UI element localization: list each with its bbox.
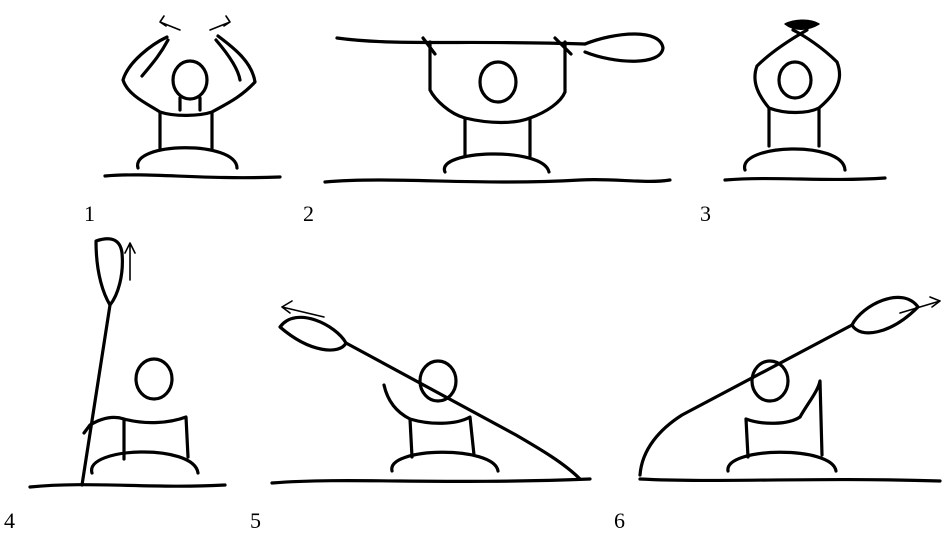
figure-paddle-overhead (315, 0, 685, 235)
figure-crossed-arms (685, 0, 945, 235)
figure-paddle-vertical (0, 235, 250, 524)
figure-hands-on-head (0, 0, 315, 235)
figure-paddle-left (250, 235, 600, 524)
panel-number: 1 (84, 203, 95, 225)
panel-6: 6 (600, 235, 945, 524)
panel-number: 4 (4, 510, 15, 532)
panel-number: 6 (614, 510, 625, 532)
panel-number: 3 (700, 203, 711, 225)
panel-4: 4 (0, 235, 250, 524)
panel-number: 2 (303, 203, 314, 225)
panel-number: 5 (250, 510, 261, 532)
panel-2: 2 (315, 0, 685, 235)
figure-paddle-right (600, 235, 945, 524)
panel-3: 3 (685, 0, 945, 235)
panel-1: 1 (0, 0, 315, 235)
panel-5: 5 (250, 235, 600, 524)
